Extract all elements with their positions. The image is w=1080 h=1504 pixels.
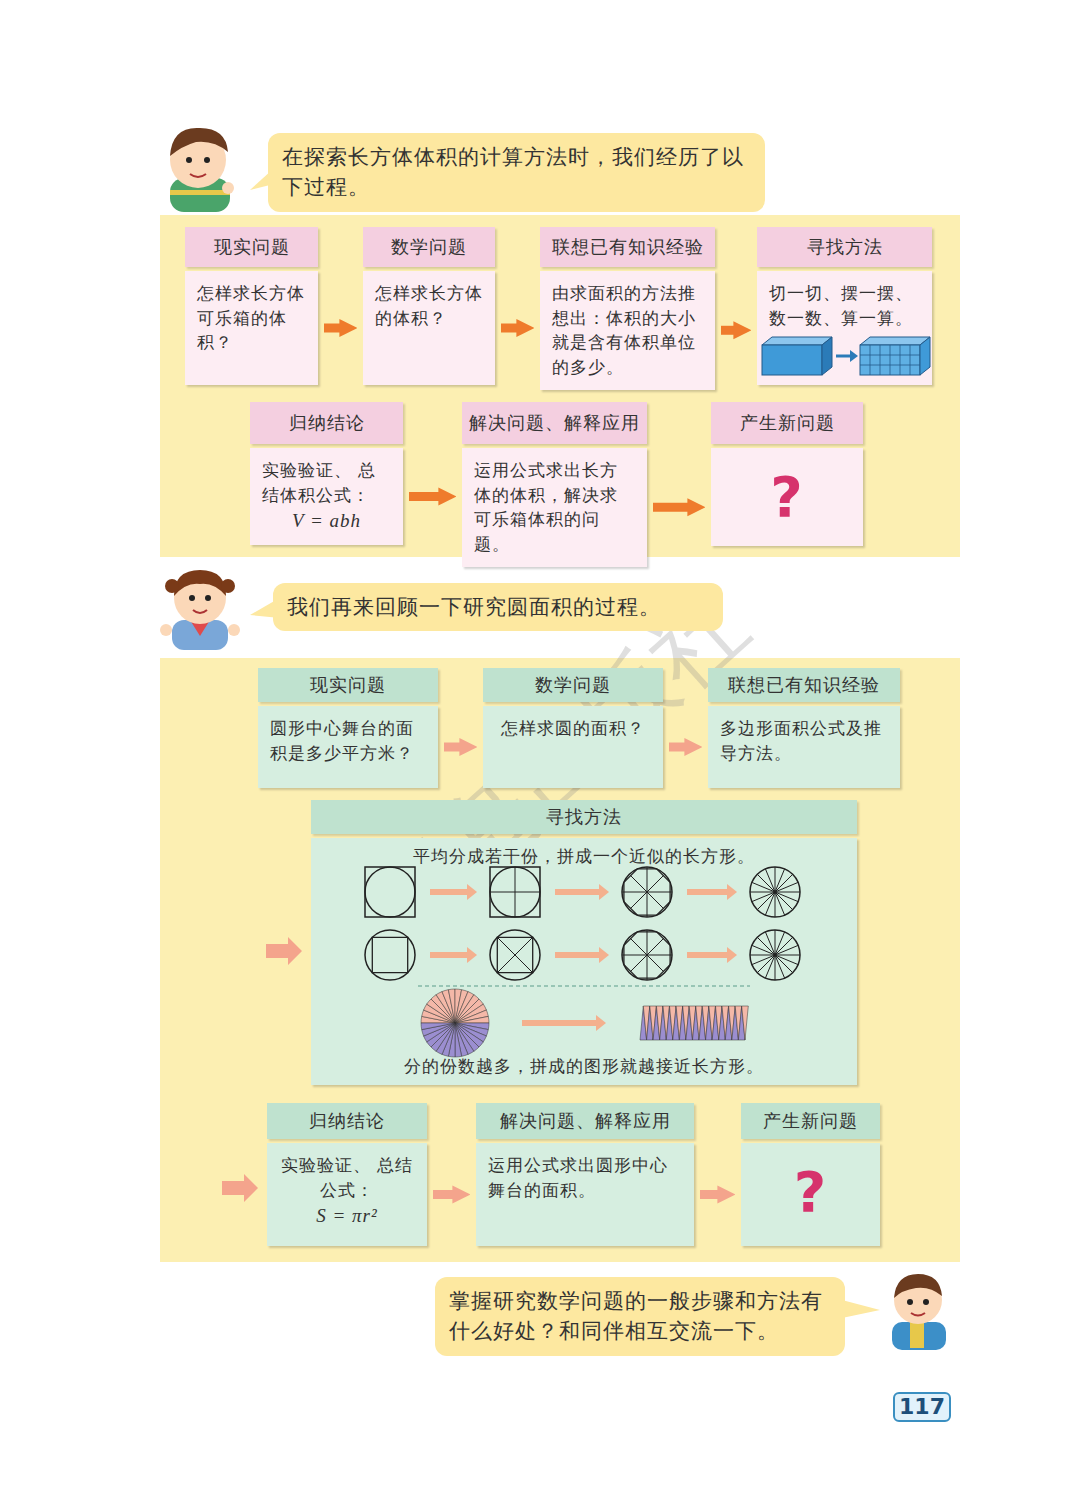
method-illustration — [311, 800, 857, 1085]
card-header: 联想已有知识经验 — [708, 668, 900, 702]
step-card: 产生新问题? — [741, 1103, 880, 1246]
card-body: ? — [711, 448, 863, 546]
card-text: 实验验证、 总结公式： — [279, 1153, 415, 1202]
step-card: 数学问题怎样求圆的面积？ — [483, 668, 663, 788]
card-header: 归纳结论 — [250, 402, 403, 444]
card-text: 实验验证、 总结体积公式： — [262, 458, 391, 507]
card-header: 寻找方法 — [311, 800, 857, 834]
card-title: 数学问题 — [535, 673, 611, 697]
step-card: 联想已有知识经验多边形面积公式及推导方法。 — [708, 668, 900, 788]
boy-figure — [170, 128, 234, 212]
card-text: 由求面积的方法推想出：体积的大小就是含有体积单位的多少。 — [552, 281, 703, 380]
flow-arrow — [653, 503, 691, 512]
card-text: 运用公式求出圆形中心舞台的面积。 — [488, 1153, 682, 1202]
step-card: 解决问题、解释应用运用公式求出长方体的体积，解决求可乐箱体积的问题。 — [462, 402, 647, 567]
flow-arrow — [444, 743, 463, 752]
panel — [160, 658, 960, 1262]
card-body: 怎样求长方体的体积？ — [363, 271, 495, 385]
card-header: 寻找方法 — [757, 227, 932, 267]
card-body: 运用公式求出长方体的体积，解决求可乐箱体积的问题。 — [462, 448, 647, 567]
card-header: 解决问题、解释应用 — [476, 1103, 694, 1139]
step-card: 解决问题、解释应用运用公式求出圆形中心舞台的面积。 — [476, 1103, 694, 1246]
card-title: 联想已有知识经验 — [728, 673, 880, 697]
card-text: 平均分成若干份，拼成一个近似的长方形。 — [413, 844, 755, 869]
step-card: 联想已有知识经验由求面积的方法推想出：体积的大小就是含有体积单位的多少。 — [540, 227, 715, 390]
card-text: S = πr² — [279, 1202, 415, 1230]
question-mark: ? — [753, 1153, 868, 1231]
card-title: 现实问题 — [214, 235, 290, 259]
step-card: 寻找方法切一切、摆一摆、数一数、算一算。 — [757, 227, 932, 385]
card-body: 怎样求长方体可乐箱的体积？ — [185, 271, 318, 385]
step-card: 现实问题圆形中心舞台的面积是多少平方米？ — [258, 668, 438, 788]
question-mark: ? — [723, 458, 851, 536]
card-text: V = abh — [262, 507, 391, 535]
flow-arrow — [501, 324, 520, 333]
card-body: 实验验证、 总结公式：S = πr² — [267, 1143, 427, 1246]
card-header: 产生新问题 — [741, 1103, 880, 1139]
card-header: 归纳结论 — [267, 1103, 427, 1139]
step-card: 数学问题怎样求长方体的体积？ — [363, 227, 495, 385]
step-card: 产生新问题? — [711, 402, 863, 546]
card-header: 产生新问题 — [711, 402, 863, 444]
boy-figure — [892, 1274, 946, 1350]
card-header: 数学问题 — [363, 227, 495, 267]
flow-arrow — [266, 937, 302, 965]
bubble-text: 我们再来回顾一下研究圆面积的过程。 — [287, 592, 709, 622]
card-header: 数学问题 — [483, 668, 663, 702]
bubble-tail — [842, 1300, 880, 1318]
card-text: 圆形中心舞台的面积是多少平方米？ — [270, 716, 426, 765]
flow-arrow — [222, 1174, 258, 1202]
card-title: 归纳结论 — [309, 1109, 385, 1133]
card-body: 多边形面积公式及推导方法。 — [708, 706, 900, 788]
card-body: 运用公式求出圆形中心舞台的面积。 — [476, 1143, 694, 1246]
card-title: 解决问题、解释应用 — [500, 1109, 671, 1133]
card-text: 切一切、摆一摆、数一数、算一算。 — [769, 281, 920, 330]
card-title: 现实问题 — [310, 673, 386, 697]
flow-arrow — [433, 1190, 456, 1199]
flow-arrow — [409, 492, 442, 501]
card-title: 产生新问题 — [763, 1109, 858, 1133]
speech-bubble: 在探索长方体体积的计算方法时，我们经历了以下过程。 — [268, 133, 765, 212]
bubble-text: 掌握研究数学问题的一般步骤和方法有什么好处？和同伴相互交流一下。 — [449, 1286, 831, 1347]
speech-bubble: 掌握研究数学问题的一般步骤和方法有什么好处？和同伴相互交流一下。 — [435, 1277, 845, 1356]
card-title: 解决问题、解释应用 — [469, 411, 640, 435]
card-text: 分的份数越多，拼成的图形就越接近长方形。 — [404, 1054, 764, 1079]
card-text: 怎样求长方体可乐箱的体积？ — [197, 281, 306, 355]
girl-figure — [160, 570, 240, 650]
card-body: ? — [741, 1143, 880, 1246]
card-text: 运用公式求出长方体的体积，解决求可乐箱体积的问题。 — [474, 458, 635, 557]
step-card: 归纳结论实验验证、 总结公式：S = πr² — [267, 1103, 427, 1246]
flow-arrow — [700, 1190, 721, 1199]
card-body: 圆形中心舞台的面积是多少平方米？ — [258, 706, 438, 788]
card-body: 由求面积的方法推想出：体积的大小就是含有体积单位的多少。 — [540, 271, 715, 390]
card-title: 产生新问题 — [740, 411, 835, 435]
step-card: 归纳结论实验验证、 总结体积公式：V = abh — [250, 402, 403, 545]
flow-arrow — [721, 326, 737, 335]
card-header: 解决问题、解释应用 — [462, 402, 647, 444]
flow-arrow — [324, 324, 343, 333]
page-number-box: 117 — [893, 1392, 951, 1422]
card-body: 怎样求圆的面积？ — [483, 706, 663, 788]
card-header: 联想已有知识经验 — [540, 227, 715, 267]
speech-bubble: 我们再来回顾一下研究圆面积的过程。 — [273, 583, 723, 631]
step-card: 现实问题怎样求长方体可乐箱的体积？ — [185, 227, 318, 385]
card-body: 实验验证、 总结体积公式：V = abh — [250, 448, 403, 545]
card-title: 寻找方法 — [546, 805, 622, 829]
page-number: 117 — [895, 1394, 949, 1420]
card-text: 怎样求圆的面积？ — [495, 716, 651, 741]
card-title: 寻找方法 — [807, 235, 883, 259]
card-text: 多边形面积公式及推导方法。 — [720, 716, 888, 765]
bubble-text: 在探索长方体体积的计算方法时，我们经历了以下过程。 — [282, 142, 751, 203]
card-text: 怎样求长方体的体积？ — [375, 281, 483, 330]
card-header: 现实问题 — [185, 227, 318, 267]
card-header: 现实问题 — [258, 668, 438, 702]
card-title: 联想已有知识经验 — [552, 235, 704, 259]
step-card: 寻找方法平均分成若干份，拼成一个近似的长方形。分的份数越多，拼成的图形就越接近长… — [311, 800, 857, 1085]
card-title: 归纳结论 — [289, 411, 365, 435]
card-title: 数学问题 — [391, 235, 467, 259]
